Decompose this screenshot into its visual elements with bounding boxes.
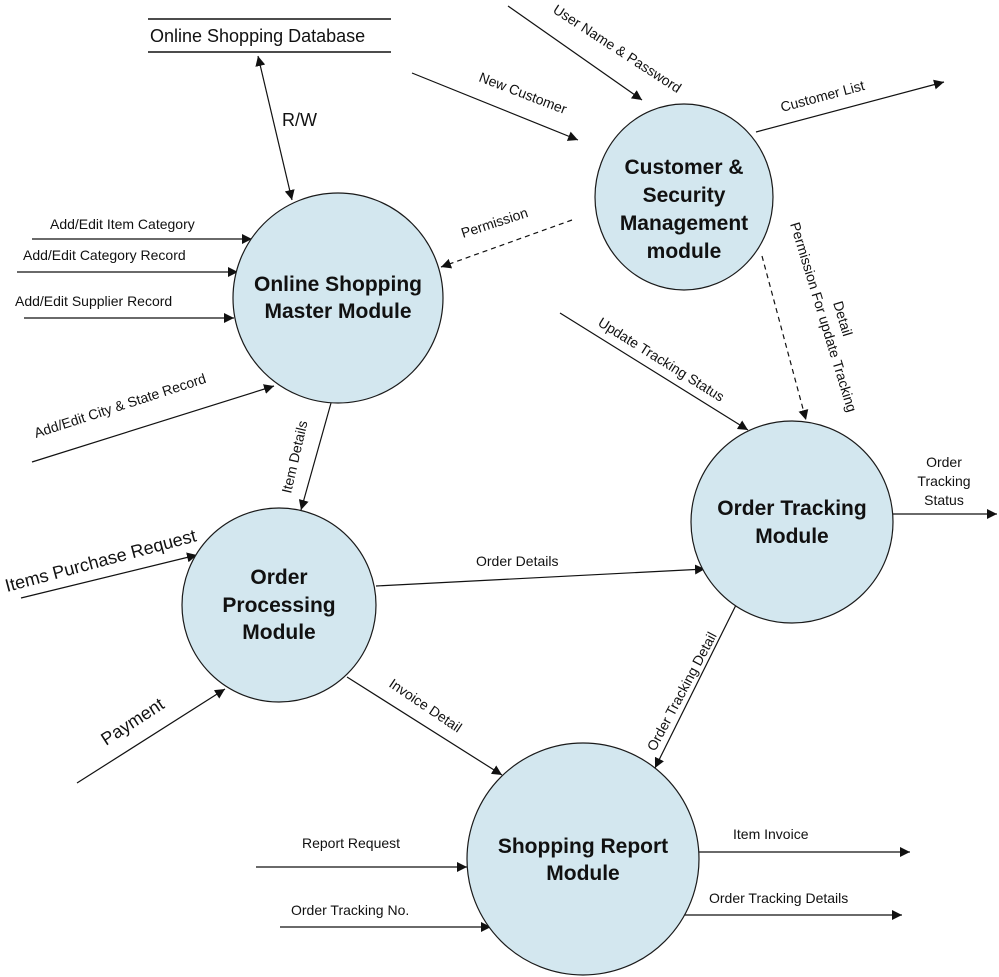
flow-label-permission: Permission <box>459 204 530 241</box>
flow-label-permission-update-tracking: Permission For update Tracking Detail <box>787 220 860 414</box>
flow-items-purchase-request[interactable] <box>20 552 198 599</box>
process-shopping-report-module[interactable]: Shopping Report Module <box>466 742 700 976</box>
process-order-processing-module[interactable]: Order Processing Module <box>181 507 377 703</box>
flow-label-line: Tracking <box>917 473 970 489</box>
process-label-line: module <box>647 240 722 263</box>
flow-label-item-details: Item Details <box>278 419 310 495</box>
process-label-line: Management <box>620 212 748 235</box>
flows <box>17 5 997 932</box>
flow-order-details[interactable] <box>375 564 706 587</box>
process-label-line: Order <box>250 566 307 589</box>
process-label-line: Customer & <box>624 156 743 179</box>
flow-label-line: Status <box>924 492 964 508</box>
process-circle <box>466 742 700 976</box>
flow-label-add-supplier-record: Add/Edit Supplier Record <box>15 293 172 309</box>
flow-rw[interactable] <box>255 55 295 201</box>
flow-payment[interactable] <box>76 688 226 784</box>
flow-label-add-item-category: Add/Edit Item Category <box>50 216 195 232</box>
process-circle <box>232 192 444 404</box>
flow-label-order-tracking-status: Order Tracking Status <box>917 454 970 508</box>
process-customer-security-management-module[interactable]: Customer & Security Management module <box>594 103 774 291</box>
flow-label-add-city-state-record: Add/Edit City & State Record <box>32 370 208 441</box>
flow-label-items-purchase-request: Items Purchase Request <box>3 526 199 596</box>
flow-label-order-details: Order Details <box>476 553 558 569</box>
process-label-line: Order Tracking <box>717 497 866 520</box>
flow-order-tracking-detail[interactable] <box>654 600 739 769</box>
flow-invoice-detail[interactable] <box>346 676 503 776</box>
flow-label-new-customer: New Customer <box>477 69 569 117</box>
flow-label-rw: R/W <box>282 110 317 130</box>
flow-new-customer[interactable] <box>411 72 579 141</box>
flow-label-add-category-record: Add/Edit Category Record <box>23 247 186 263</box>
flow-label-user-name-password: User Name & Password <box>550 1 684 96</box>
flow-label-update-tracking-status: Update Tracking Status <box>595 314 727 405</box>
process-order-tracking-module[interactable]: Order Tracking Module <box>690 420 894 624</box>
flow-label-order-tracking-detail: Order Tracking Detail <box>644 629 720 753</box>
flow-label-customer-list: Customer List <box>779 77 867 115</box>
process-label-line: Module <box>755 525 829 548</box>
process-label-line: Module <box>242 621 316 644</box>
flow-update-tracking-status[interactable] <box>559 312 749 431</box>
process-label-line: Online Shopping <box>254 273 422 296</box>
process-label-line: Master Module <box>264 300 411 323</box>
data-store-label: Online Shopping Database <box>150 26 365 46</box>
process-circle <box>181 507 377 703</box>
flow-label-item-invoice: Item Invoice <box>733 826 809 842</box>
flow-label-report-request: Report Request <box>302 835 400 851</box>
process-label-line: Shopping Report <box>498 835 668 858</box>
process-label-line: Module <box>546 862 620 885</box>
flow-permission-update-tracking[interactable] <box>761 255 809 421</box>
flow-label-order-tracking-details: Order Tracking Details <box>709 890 848 906</box>
process-circle <box>594 103 774 291</box>
flow-label-order-tracking-no: Order Tracking No. <box>291 902 409 918</box>
flow-user-name-password[interactable] <box>507 5 643 101</box>
flow-item-details[interactable] <box>298 402 332 511</box>
process-circle <box>690 420 894 624</box>
process-online-shopping-master-module[interactable]: Online Shopping Master Module <box>232 192 444 404</box>
data-store-online-shopping-database[interactable]: Online Shopping Database <box>148 18 391 53</box>
process-label-line: Processing <box>222 594 335 617</box>
flow-label-payment: Payment <box>97 694 167 749</box>
process-label-line: Security <box>643 184 726 207</box>
flow-add-city-state-record[interactable] <box>31 384 275 463</box>
flow-label-line: Order <box>926 454 962 470</box>
flow-customer-list[interactable] <box>755 79 945 133</box>
